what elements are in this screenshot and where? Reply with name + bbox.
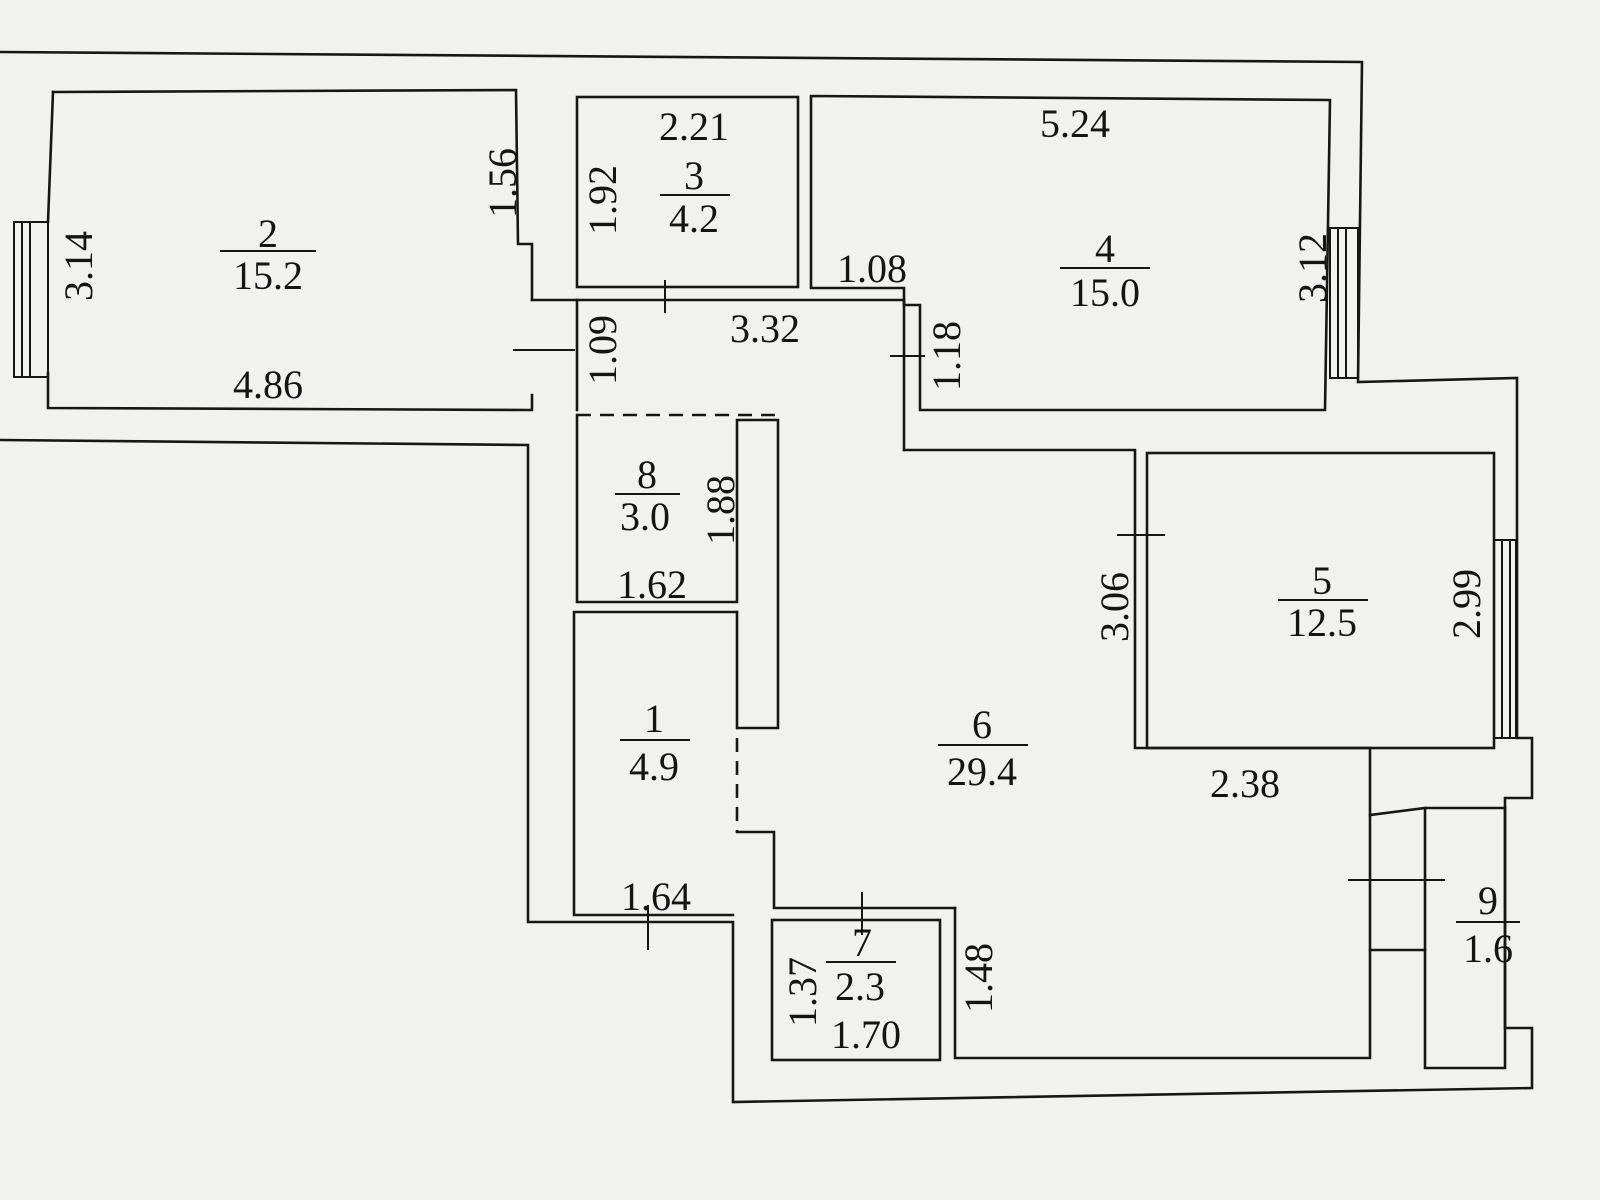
room-4-window (1329, 227, 1359, 379)
dim-room7-width: 1.70 (831, 1012, 901, 1057)
room-number: 1 (644, 696, 664, 741)
room-9 (1368, 806, 1507, 1070)
door-marks (513, 280, 1445, 950)
dim-corridor-right: 1.18 (924, 321, 969, 391)
room-area: 4.2 (669, 196, 719, 241)
room-area: 3.0 (620, 494, 670, 539)
room-5-window (1493, 539, 1517, 739)
dim-room4-notch: 1.08 (837, 246, 907, 291)
room-label-3: 3 4.2 (660, 153, 730, 241)
room-label-7: 7 2.3 (826, 920, 896, 1009)
outer-walls (0, 50, 1534, 1104)
dim-room5-height-left: 3.06 (1092, 572, 1137, 642)
dimension-labels: 4.86 3.14 1.56 2.21 1.92 5.24 3.12 1.08 … (56, 101, 1489, 1057)
room-2-window (13, 221, 49, 378)
room-number: 9 (1478, 878, 1498, 923)
dim-corridor-left: 1.09 (580, 315, 625, 385)
dim-corridor-width: 3.32 (730, 306, 800, 351)
room-number: 4 (1095, 226, 1115, 271)
room-label-8: 8 3.0 (615, 452, 680, 539)
room-number: 5 (1312, 558, 1332, 603)
room-area: 15.2 (233, 253, 303, 298)
dim-room7-height-right: 1.48 (956, 943, 1001, 1013)
room-label-1: 1 4.9 (620, 696, 690, 789)
room-3 (575, 95, 800, 289)
room-number: 3 (684, 153, 704, 198)
dim-room5-height-right: 2.99 (1444, 569, 1489, 639)
room-label-9: 9 1.6 (1456, 878, 1520, 971)
room-label-6: 6 29.4 (938, 702, 1028, 794)
room-area: 15.0 (1070, 270, 1140, 315)
dim-room2-notch: 1.56 (480, 148, 525, 218)
room-area: 29.4 (947, 749, 1017, 794)
room-2 (13, 88, 534, 412)
dim-room2-height: 3.14 (56, 231, 101, 301)
dim-room7-height-left: 1.37 (780, 957, 825, 1027)
room-number: 6 (972, 702, 992, 747)
dim-room8-height: 1.88 (698, 475, 743, 545)
room-area: 1.6 (1463, 926, 1513, 971)
room-area: 2.3 (835, 964, 885, 1009)
room-area: 12.5 (1287, 600, 1357, 645)
room-number: 2 (258, 211, 278, 256)
room-5 (1145, 451, 1517, 750)
dim-room4-height: 3.12 (1290, 233, 1335, 303)
dim-room1-width: 1.64 (621, 874, 691, 919)
room-8 (575, 413, 780, 730)
room-label-2: 2 15.2 (220, 211, 316, 298)
room-7 (770, 918, 942, 1062)
dim-room3-width: 2.21 (659, 104, 729, 149)
dim-room3-height: 1.92 (580, 165, 625, 235)
dim-room4-width: 5.24 (1040, 101, 1110, 146)
room-label-5: 5 12.5 (1278, 558, 1368, 645)
room-number: 7 (852, 920, 872, 965)
room-area: 4.9 (629, 744, 679, 789)
room-label-4: 4 15.0 (1060, 226, 1150, 315)
room-4 (809, 94, 1359, 412)
dim-room8-width: 1.62 (617, 562, 687, 607)
dim-room6-width: 2.38 (1210, 761, 1280, 806)
dim-room2-width: 4.86 (233, 362, 303, 407)
room-number: 8 (637, 452, 657, 497)
